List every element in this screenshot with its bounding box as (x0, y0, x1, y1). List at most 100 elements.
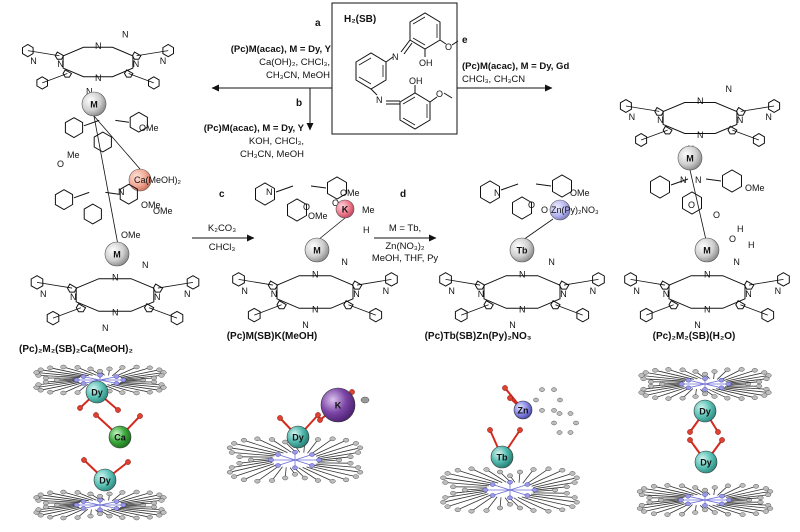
pc-n-3: N (560, 289, 567, 299)
pc-meso-n-2: N (102, 323, 109, 333)
lower-aryl-ring (399, 92, 431, 130)
ca-me: Me (67, 150, 80, 160)
step-e-line-1: (Pc)M(acac), M = Dy, Gd (462, 61, 569, 72)
metal-m1-h2o: M (677, 145, 703, 171)
step-d-letter: d (400, 189, 406, 200)
step-d-line-3: MeOH, THF, Py (372, 253, 439, 264)
pc-n-1: N (112, 308, 119, 318)
xray-pc-zn (440, 466, 580, 514)
xray-dy1-ca: Dy (85, 380, 109, 404)
zn-n: N (494, 188, 501, 198)
metal-m2-h2o: M (694, 237, 720, 263)
ca-ome-2: OMe (141, 200, 161, 210)
center-k: K (335, 199, 355, 219)
pc-meso-n-1: N (160, 56, 167, 66)
step-c-letter: c (219, 189, 225, 200)
xray-dy-k-label: Dy (292, 433, 304, 443)
pc-n-0: N (312, 269, 319, 279)
compound-names: (Pc)₂M₂(SB)₂Ca(MeOH)₂ (Pc)M(SB)K(MeOH) (… (19, 331, 735, 355)
pc-meso-n-0: N (241, 286, 248, 296)
pc-n-0: N (95, 41, 102, 51)
step-b-line-1: (Pc)M(acac), M = Dy, Y (204, 123, 305, 134)
pc-n-0: N (704, 269, 711, 279)
pc-meso-n-2: N (302, 320, 309, 330)
xray-dy1-h2o: Dy (693, 399, 717, 423)
xray-pc-ca-2 (33, 489, 167, 521)
metal-m1-ca: M (81, 91, 107, 117)
phenylene-ring (355, 52, 387, 90)
step-b-conditions: b (Pc)M(acac), M = Dy, Y KOH, CHCl₃, CH₃… (204, 98, 305, 160)
h2o-n-2: N (695, 175, 702, 185)
ligand-o2: O (436, 89, 443, 99)
k-me: Me (362, 205, 375, 215)
pc-meso-n-1: N (383, 286, 390, 296)
xray-ca-label: Ca (114, 433, 126, 443)
pc-meso-n-3: N (341, 257, 348, 267)
pc-meso-n-3: N (142, 260, 149, 270)
step-a-line-3: CH₃CN, MeOH (266, 70, 330, 81)
xray-dy1-h2o-label: Dy (699, 407, 711, 417)
compound-name-zn: (Pc)Tb(SB)Zn(Py)₂NO₃ (425, 331, 532, 342)
step-b-line-3: CH₃CN, MeOH (240, 149, 304, 160)
ca-o: O (57, 159, 64, 169)
h2o-o-3: O (729, 234, 736, 244)
xray-pc-h2o-2 (636, 483, 774, 517)
step-c-line-2: CHCl₃ (209, 242, 236, 253)
pc-n-2: N (70, 292, 77, 302)
sb-upper-ca (64, 111, 148, 153)
pc-meso-n-0: N (629, 112, 636, 122)
metal-m2-h2o-label: M (703, 246, 711, 256)
pc-meso-n-2: N (509, 320, 516, 330)
ca-ome-1: OMe (139, 123, 159, 133)
pc-n-3: N (737, 115, 744, 125)
xray-zn-label: Zn (518, 406, 529, 416)
pc-n-2: N (478, 289, 485, 299)
center-zn (549, 199, 571, 221)
ligand-oh2: OH (409, 76, 423, 86)
pc-meso-n-1: N (765, 112, 772, 122)
pc-n-3: N (353, 289, 360, 299)
step-b-letter: b (296, 98, 302, 109)
h2o-h-2: H (748, 240, 755, 250)
ligand-structure: H₂(SB) N OH O N OH O (331, 2, 459, 135)
pc-meso-n-3: N (122, 30, 129, 40)
ligand-n2: N (376, 95, 383, 105)
step-a-line-1: (Pc)M(acac), M = Dy, Y (231, 44, 332, 55)
zn-center-label: Zn(Py)₂NO₃ (551, 205, 599, 215)
center-k-label: K (342, 205, 349, 215)
xray-pc-ca-1 (33, 364, 167, 396)
pc-n-3: N (133, 59, 140, 69)
metal-tb: Tb (509, 237, 535, 263)
compound-name-h2o: (Pc)₂M₂(SB)(H₂O) (653, 331, 736, 342)
pc-meso-n-0: N (448, 286, 455, 296)
k-o-1: O (303, 202, 310, 212)
step-b-line-2: KOH, CHCl₃, (249, 136, 304, 147)
pc-n-2: N (663, 289, 670, 299)
pc-meso-n-3: N (733, 257, 740, 267)
pc-meso-n-0: N (40, 289, 47, 299)
zn-o-1: O (541, 205, 548, 215)
metal-m2-ca: M (104, 241, 130, 267)
upper-aryl-ring (409, 12, 441, 50)
pc-meso-n-2: N (694, 320, 701, 330)
pc-n-2: N (657, 115, 664, 125)
step-c-line-1: K₂CO₃ (208, 223, 236, 234)
sb-k (255, 176, 347, 222)
xray-zn: Zn (513, 400, 533, 420)
h2o-o-2: O (713, 210, 720, 220)
xray-dy2-h2o: Dy (694, 450, 718, 474)
step-e-conditions: e (Pc)M(acac), M = Dy, Gd CHCl₃, CH₃CN (462, 35, 569, 85)
pc-n-0: N (697, 96, 704, 106)
ligand-n1: N (392, 52, 399, 62)
ca-center-label: Ca(MeOH)₂ (134, 175, 182, 185)
pc-n-0: N (112, 272, 119, 282)
